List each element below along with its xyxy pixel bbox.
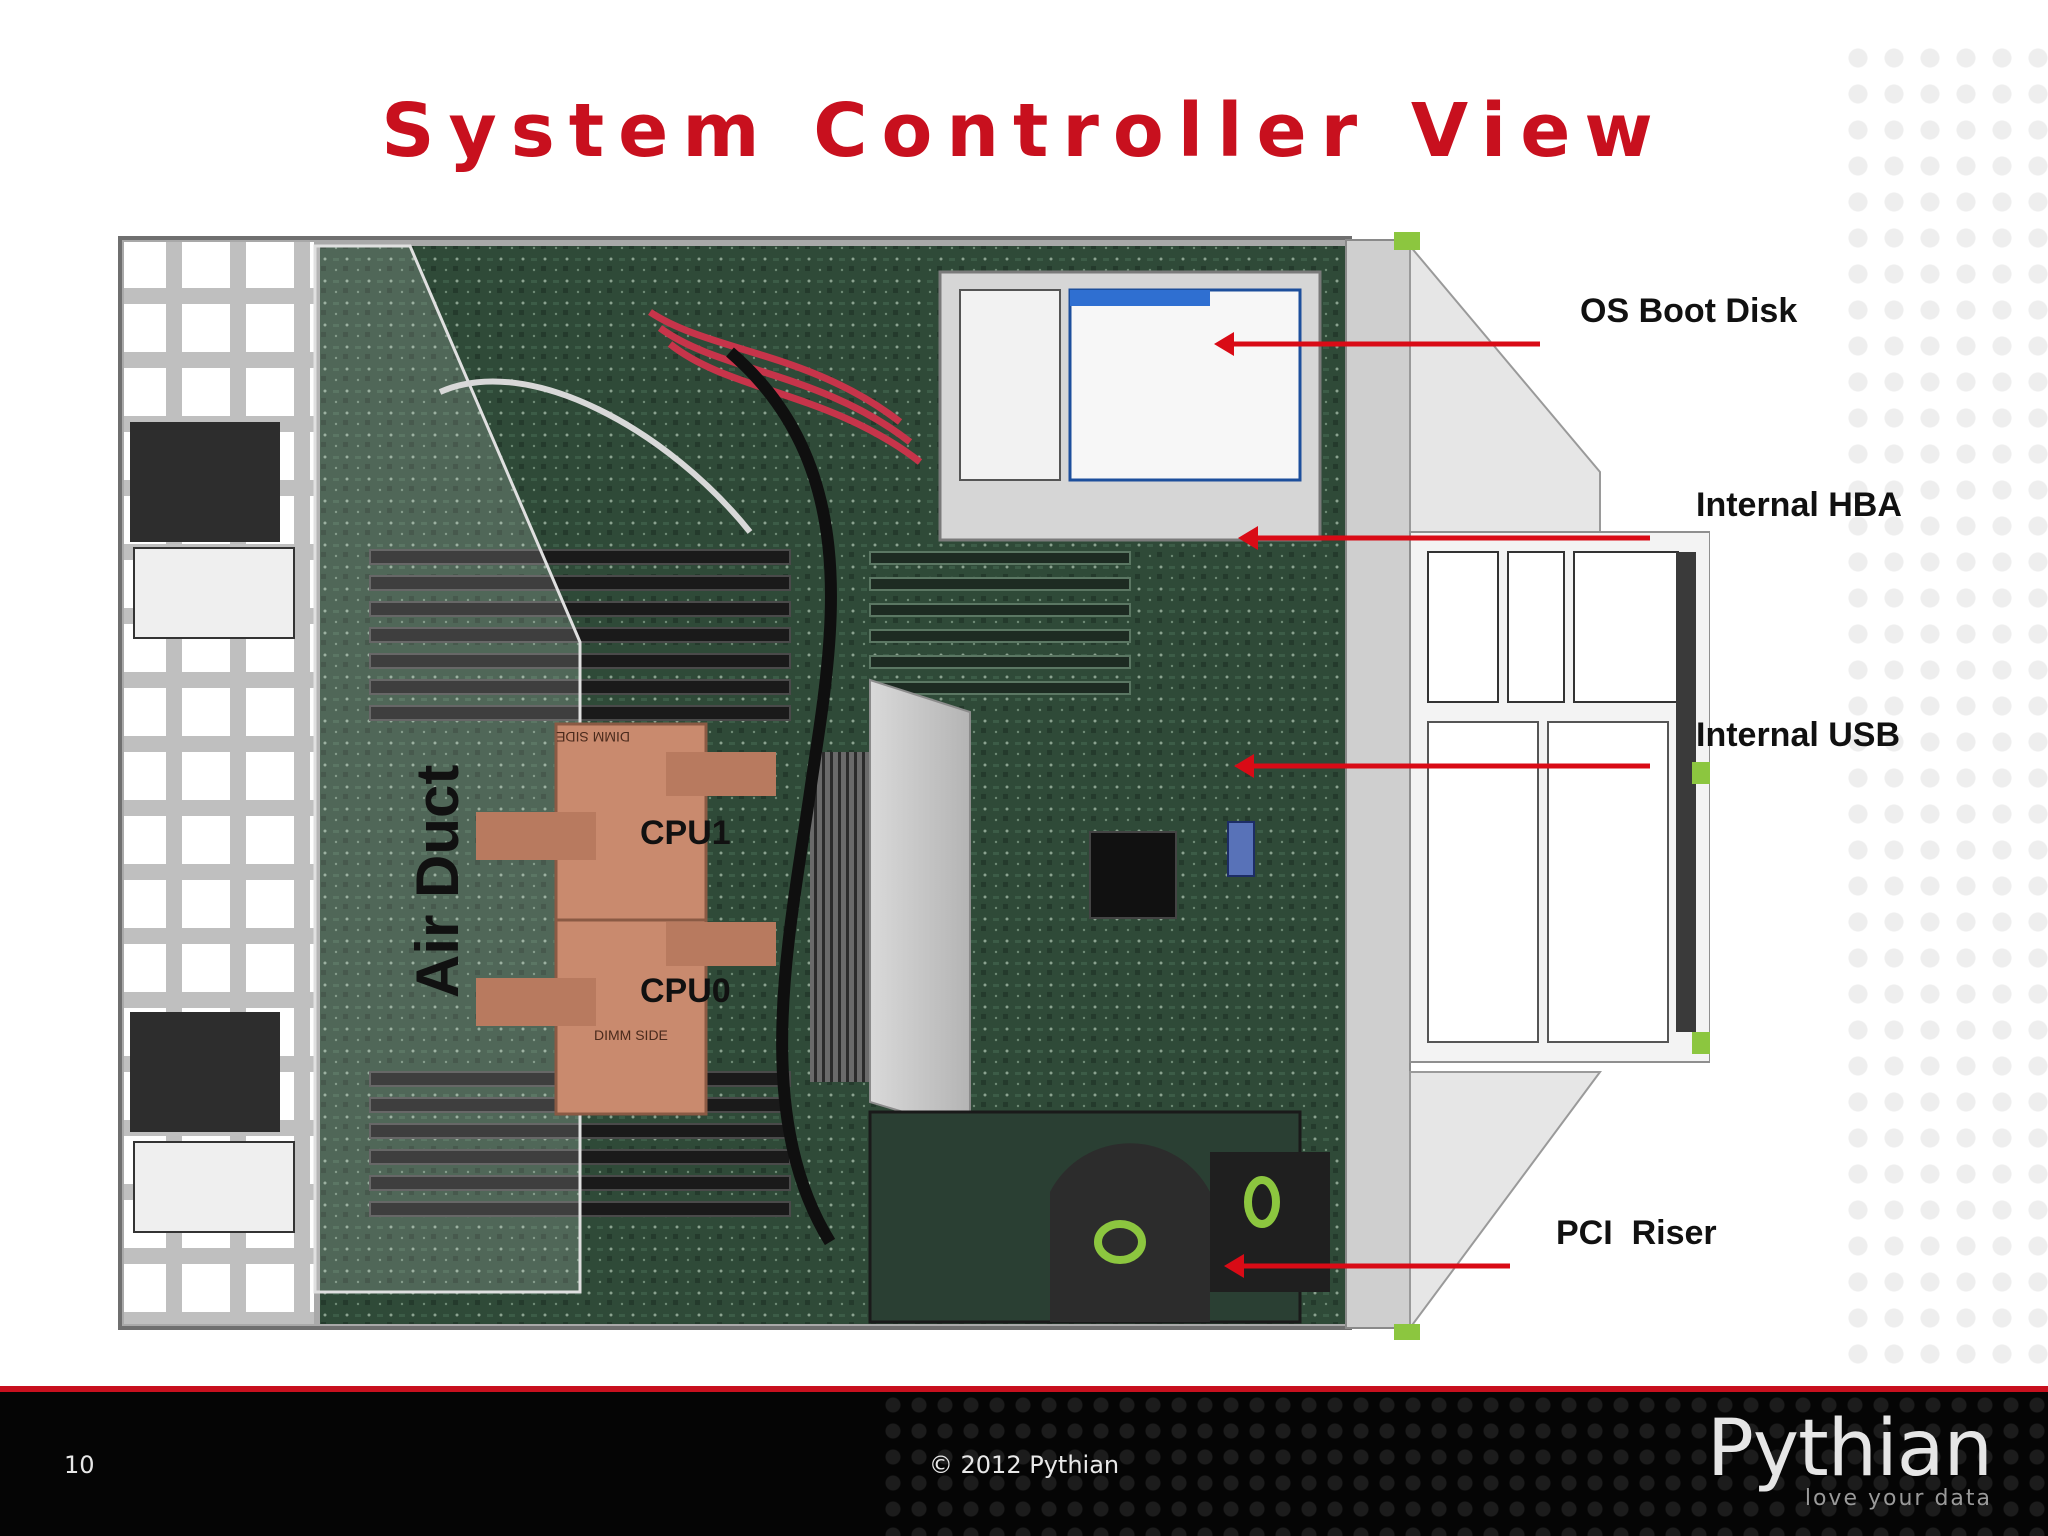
footer-divider [0,1386,2048,1392]
air-duct-label: Air Duct [404,765,471,998]
cpu1-label: CPU1 [640,814,731,852]
system-controller-photo: CPU1 CPU0 DIMM SIDE DIMM SIDE Air Duct [118,232,1710,1340]
dot-pattern-decoration [1840,40,2048,1380]
dimm-side-label-bottom: DIMM SIDE [594,1027,668,1043]
os-boot-disk-label: OS Boot Disk [1580,292,1798,330]
pythian-logo: Pythian love your data [1706,1404,1993,1511]
internal-hba-label: Internal HBA [1696,486,1902,524]
copyright-text: © 2012 Pythian [928,1451,1120,1479]
dimm-side-label-top: DIMM SIDE [556,729,630,745]
brand-name: Pythian [1706,1404,1993,1494]
brand-tagline: love your data [1804,1486,1992,1511]
footer-dot-pattern [880,1392,2048,1536]
page-number: 10 [64,1451,95,1479]
cpu0-label: CPU0 [640,972,731,1010]
footer [0,1392,2048,1536]
pci-riser-label: PCI Riser [1556,1214,1717,1252]
internal-usb-label: Internal USB [1696,716,1901,754]
slide-title: System Controller View [381,88,1667,174]
